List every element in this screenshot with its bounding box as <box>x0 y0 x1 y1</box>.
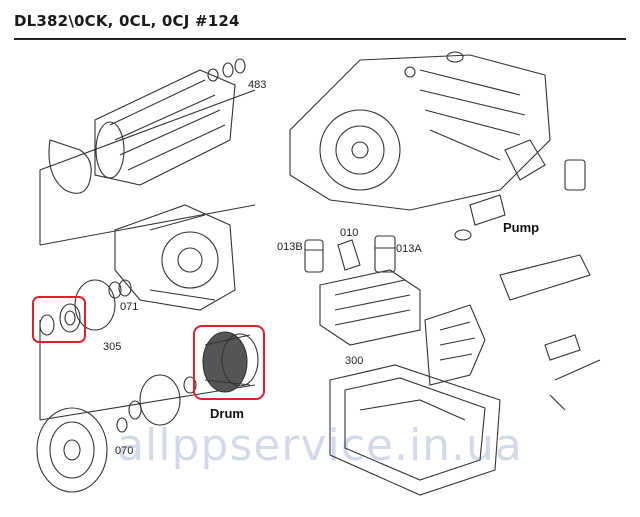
header-divider <box>14 38 626 40</box>
filter-013a <box>374 235 396 273</box>
filter-013b <box>304 239 324 273</box>
cover-gasket <box>48 139 92 194</box>
highlight-box-seals <box>32 296 86 343</box>
part-label-010: 010 <box>340 227 358 239</box>
part-label-071: 071 <box>120 301 138 313</box>
flywheel <box>36 407 108 493</box>
part-label-070: 070 <box>115 445 133 457</box>
highlight-box-drum <box>193 325 265 400</box>
part-label-013b: 013B <box>277 241 303 253</box>
part-label-013a: 013A <box>396 243 422 255</box>
transmission-assembly <box>289 51 586 211</box>
clutch-drum <box>202 331 259 393</box>
part-label-483: 483 <box>248 79 266 91</box>
part-label-pump: Pump <box>503 220 539 235</box>
oil-seal-set <box>39 303 81 336</box>
part-label-drum: Drum <box>210 406 244 421</box>
diagram-linework <box>36 51 601 496</box>
valve-body <box>319 239 421 346</box>
part-label-300: 300 <box>345 355 363 367</box>
bracket-diag-top <box>39 89 256 171</box>
pump-cover-assembly <box>74 279 132 331</box>
oil-pan <box>329 364 501 496</box>
intermediate-housing <box>114 204 236 311</box>
page-title: DL382\0CK, 0CL, 0CJ #124 <box>14 12 240 30</box>
part-label-305: 305 <box>103 341 121 353</box>
bell-housing <box>94 58 246 186</box>
wiring-harness <box>499 254 601 411</box>
oil-pump <box>454 194 506 241</box>
header: DL382\0CK, 0CL, 0CJ #124 <box>14 12 626 36</box>
mechatronic-unit <box>424 304 486 386</box>
bracket-diag-mid <box>39 204 256 246</box>
lower-gear-set <box>116 374 197 433</box>
